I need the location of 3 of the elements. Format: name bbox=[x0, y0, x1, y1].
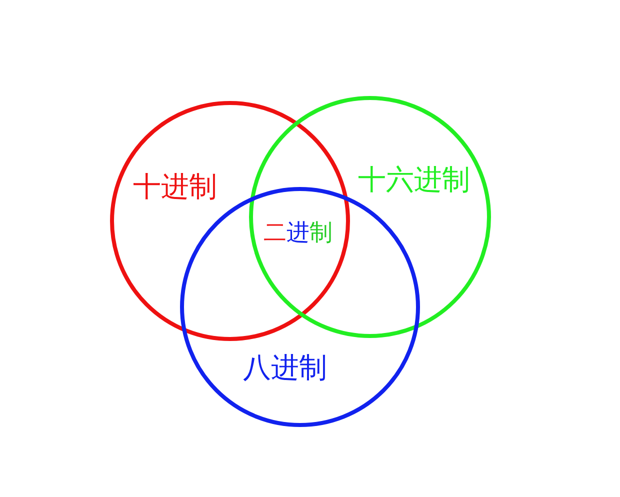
set-label: 八进制 bbox=[243, 352, 327, 384]
set-label: 十六进制 bbox=[358, 164, 470, 196]
set-label: 十进制 bbox=[133, 171, 217, 203]
